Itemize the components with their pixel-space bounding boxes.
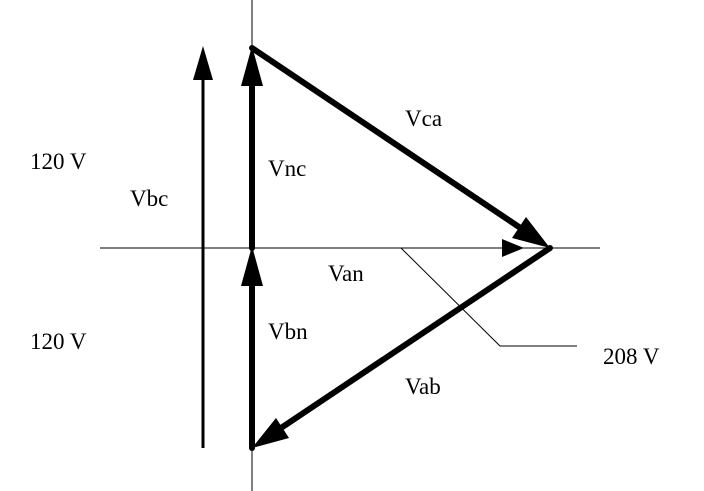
vca-line	[250, 45, 530, 236]
van-arrowhead-icon	[502, 239, 524, 257]
vab-arrowhead-icon	[252, 418, 289, 448]
vertex-bottom	[249, 445, 255, 451]
vbn-arrowhead-icon	[241, 246, 263, 286]
vnc-arrowhead-icon	[241, 46, 263, 86]
vbc-arrowhead-icon	[193, 46, 213, 80]
vertex-right	[547, 245, 553, 251]
van-label: Van	[328, 261, 364, 286]
vca-label: Vca	[405, 106, 443, 131]
vab-line	[273, 245, 552, 435]
vertex-neutral	[249, 245, 255, 251]
voltage-label-lower: 120 V	[30, 329, 87, 354]
voltage-label-upper: 120 V	[30, 149, 87, 174]
line-voltage-label: 208 V	[603, 344, 660, 369]
vca-arrowhead-icon	[512, 217, 550, 248]
vab-label: Vab	[405, 374, 441, 399]
vbn-label: Vbn	[268, 319, 308, 344]
leader-line-208v	[400, 247, 577, 347]
vnc-label: Vnc	[268, 156, 307, 181]
vbc-label: Vbc	[130, 186, 169, 211]
vertex-top	[249, 45, 255, 51]
